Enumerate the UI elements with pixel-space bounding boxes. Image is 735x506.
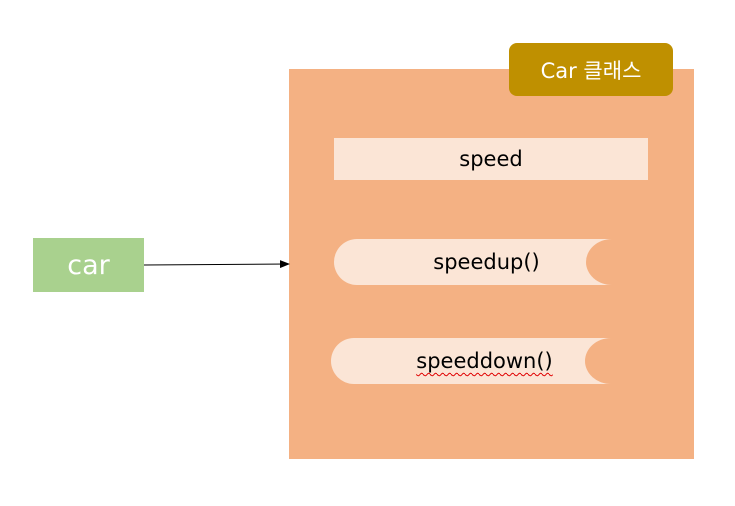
speeddown-method-shape (331, 338, 638, 384)
speeddown-method-label: speeddown() (416, 349, 553, 373)
speed-field-box: speed (334, 138, 648, 180)
speedup-method: speedup() (334, 239, 639, 285)
car-variable-box: car (33, 238, 144, 292)
speedup-method-label: speedup() (433, 250, 540, 274)
car-class-label-text: Car 클래스 (540, 58, 642, 83)
speeddown-method: speeddown() (331, 338, 638, 384)
speed-field-label: speed (459, 147, 523, 171)
reference-arrow (143, 260, 290, 269)
car-class-label: Car 클래스 (509, 43, 673, 96)
speedup-method-shape (334, 239, 639, 285)
speedup-method-end (586, 239, 639, 285)
car-variable-label: car (67, 249, 110, 281)
speeddown-method-end (585, 338, 638, 384)
